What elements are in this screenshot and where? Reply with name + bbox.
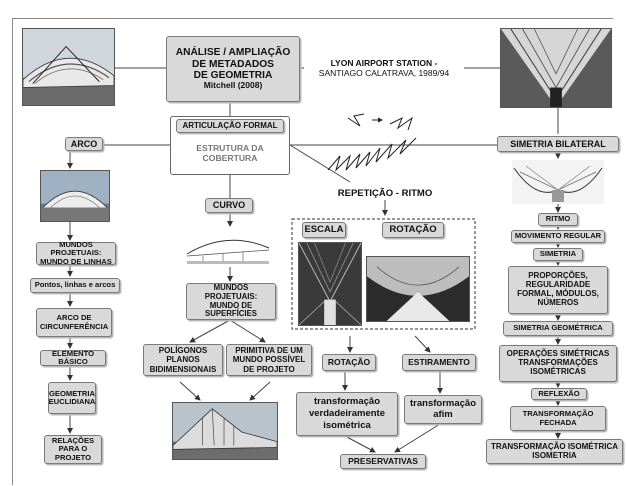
simetria-photo xyxy=(512,160,604,204)
curvo-box: CURVO xyxy=(205,198,253,213)
simetria-item-ritmo: RITMO xyxy=(538,213,578,226)
diagram-frame xyxy=(12,18,613,485)
estrutura-line1: ESTRUTURA DA xyxy=(196,143,264,153)
rotacao-photo xyxy=(366,256,470,322)
title-line3: DE GEOMETRIA xyxy=(193,69,273,81)
lyon-station-photo-right xyxy=(500,28,612,108)
escala-photo xyxy=(298,242,362,326)
simetria-item-simetria-geometrica: SIMETRIA GEOMÉTRICA xyxy=(503,321,613,336)
curvo-poligonos: POLÍGONOS PLANOS BIDIMENSIONAIS xyxy=(143,344,223,377)
estiramento-box: ESTIRAMENTO xyxy=(402,354,476,371)
curvo-mundos-superficies: MUNDOS PROJETUAIS: MUNDO DE SUPERFÍCIES xyxy=(186,283,276,320)
curvo-label: CURVO xyxy=(212,200,246,211)
escala-box: ESCALA xyxy=(302,222,346,238)
arco-item-geometria: GEOMETRIA EUCLIDIANA xyxy=(48,382,96,414)
arco-item-arco-circunferencia: ARCO DE CIRCUNFERÊNCIA xyxy=(36,308,112,337)
rotacao-box: ROTAÇÃO xyxy=(322,354,376,371)
title-line1: ANÁLISE / AMPLIAÇÃO xyxy=(175,47,291,59)
simetria-item-operacoes: OPERAÇÕES SIMÉTRICAS TRANSFORMAÇÕES ISOM… xyxy=(499,345,617,382)
simetria-item-movimento: MOVIMENTO REGULAR xyxy=(511,230,605,243)
arco-photo xyxy=(40,170,110,222)
transf-isometrica-box: transformação verdadeiramente isométrica xyxy=(296,392,398,436)
curvo-primitiva: PRIMITIVA DE UM MUNDO POSSÍVEL DE PROJET… xyxy=(226,344,312,377)
lyon-line2: SANTIAGO CALATRAVA, 1989/94 xyxy=(318,68,450,79)
arco-item-mundo-linhas: MUNDOS PROJETUAIS: MUNDO DE LINHAS xyxy=(36,240,116,266)
simetria-item-transf-fechada: TRANSFORMAÇÃO FECHADA xyxy=(510,406,606,431)
lyon-line1: LYON AIRPORT STATION - xyxy=(330,58,438,68)
arco-label: ARCO xyxy=(70,138,98,149)
articulacao-formal-box: ARTICULAÇÃO FORMAL xyxy=(176,119,284,133)
simetria-bilateral-box: SIMETRIA BILATERAL xyxy=(497,136,619,152)
transf-afim-box: transformação afim xyxy=(404,395,482,424)
simetria-item-simetria: SIMETRIA xyxy=(533,248,583,261)
title-box: ANÁLISE / AMPLIAÇÃO DE METADADOS DE GEOM… xyxy=(166,36,300,102)
preservativas-box: PRESERVATIVAS xyxy=(340,454,426,469)
simetria-item-transf-isometrica: TRANSFORMAÇÃO ISOMÉTRICA ISOMETRIA xyxy=(486,439,623,464)
lyon-airport-label: LYON AIRPORT STATION - SANTIAGO CALATRAV… xyxy=(304,58,464,79)
simetria-item-reflexao: REFLEXÃO xyxy=(531,388,587,400)
curvo-bottom-photo xyxy=(172,402,278,460)
arco-item-elemento-basico: ELEMENTO BÁSICO xyxy=(40,349,106,366)
estrutura-cobertura-text: ESTRUTURA DA COBERTURA xyxy=(176,143,284,163)
lyon-station-photo-left xyxy=(22,28,115,106)
arco-box: ARCO xyxy=(65,137,103,151)
articulacao-label: ARTICULAÇÃO FORMAL xyxy=(182,120,278,130)
estrutura-line2: COBERTURA xyxy=(202,153,258,164)
simetria-item-proporcoes: PROPORÇÕES, REGULARIDADE FORMAL, MÓDULOS… xyxy=(508,266,608,314)
repeticao-ritmo-label: REPETIÇÃO - RITMO xyxy=(337,188,433,199)
curvo-photo xyxy=(183,228,273,267)
rotacao-header-box: ROTAÇÃO xyxy=(382,222,444,238)
title-line2: DE METADADOS xyxy=(192,58,274,70)
title-line4: Mitchell (2008) xyxy=(203,80,263,91)
arco-item-relacoes: RELAÇÕES PARA O PROJETO xyxy=(44,435,102,464)
arco-item-pontos: Pontos, linhas e arcos xyxy=(30,278,120,293)
